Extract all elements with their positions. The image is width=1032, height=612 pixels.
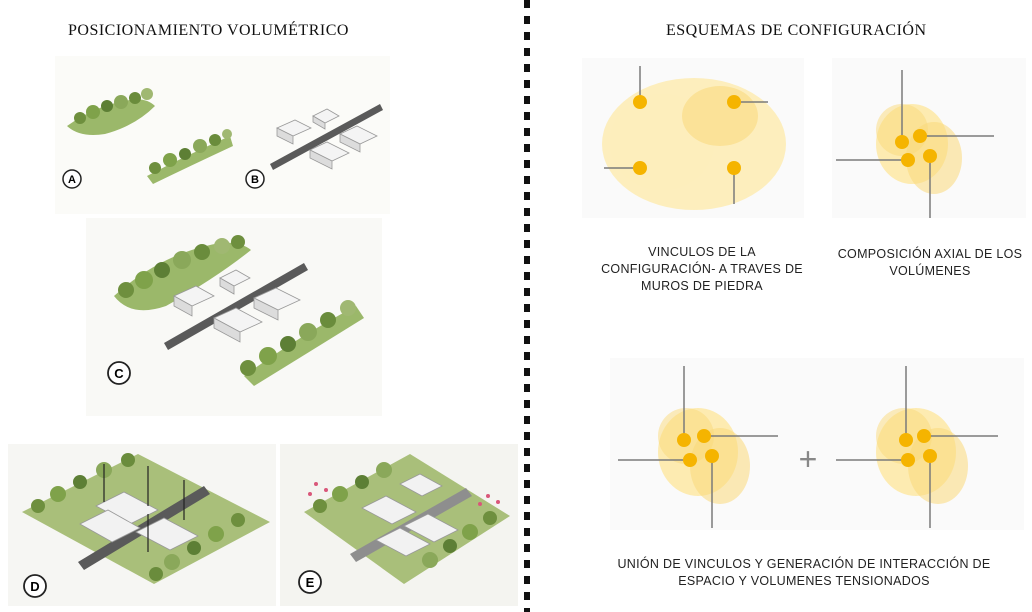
plus-sign: +: [799, 441, 818, 477]
blocks-b: [276, 108, 378, 170]
svg-text:A: A: [68, 174, 76, 186]
volumetric-diagram-c: C: [107, 235, 364, 386]
panel-ab: A B: [55, 56, 390, 214]
caption-links: VINCULOS DE LA CONFIGURACIÓN- A TRAVES D…: [601, 245, 803, 293]
label-e-marker: E: [298, 570, 322, 594]
vegetation-strip-a: [67, 88, 155, 135]
volumetric-diagram-d: D: [22, 453, 270, 598]
road-b: [270, 104, 383, 170]
flowers-e: [308, 482, 500, 506]
blocks-c: [173, 269, 301, 343]
right-section-title: ESQUEMAS DE CONFIGURACIÓN: [666, 22, 927, 39]
road-c: [164, 263, 308, 350]
volumetric-diagram-ab: A B: [62, 88, 383, 189]
scheme-union-panel: +: [610, 358, 1024, 530]
svg-text:D: D: [30, 579, 39, 594]
nodes: [633, 95, 741, 175]
vegetation-strip-c2: [240, 300, 364, 386]
scheme-links-panel: [582, 58, 804, 218]
svg-text:E: E: [306, 575, 315, 590]
scheme-axial-diagram: [836, 70, 994, 218]
label-c-marker: C: [107, 361, 131, 385]
union-left: [618, 366, 778, 528]
label-b-marker: B: [245, 169, 265, 189]
volumetric-diagram-e: E: [298, 454, 510, 594]
scheme-links-diagram: [602, 66, 786, 210]
scheme-axial-panel: [832, 58, 1026, 218]
svg-text:C: C: [114, 366, 124, 381]
section-divider: [524, 0, 530, 612]
label-d-marker: D: [23, 574, 47, 598]
label-a-marker: A: [62, 169, 82, 189]
svg-text:B: B: [251, 174, 259, 186]
left-section-title: POSICIONAMIENTO VOLUMÉTRICO: [68, 22, 349, 39]
vegetation-strip-c1: [114, 235, 251, 311]
caption-axial: COMPOSICIÓN AXIAL DE LOS VOLÚMENES: [837, 247, 1023, 278]
scheme-union-diagram: +: [618, 366, 998, 528]
caption-union: UNIÓN DE VINCULOS Y GENERACIÓN DE INTERA…: [617, 557, 991, 588]
panel-c: C: [86, 218, 382, 416]
panel-e: E: [280, 444, 518, 606]
axis-lines: [836, 70, 994, 218]
arrows-d: [103, 464, 185, 552]
panel-d: D: [8, 444, 276, 606]
axis-nodes: [895, 129, 937, 167]
union-right: [836, 366, 998, 528]
vegetation-strip-a2: [147, 129, 233, 184]
trees-e: [313, 462, 497, 568]
trees-d: [31, 453, 245, 581]
